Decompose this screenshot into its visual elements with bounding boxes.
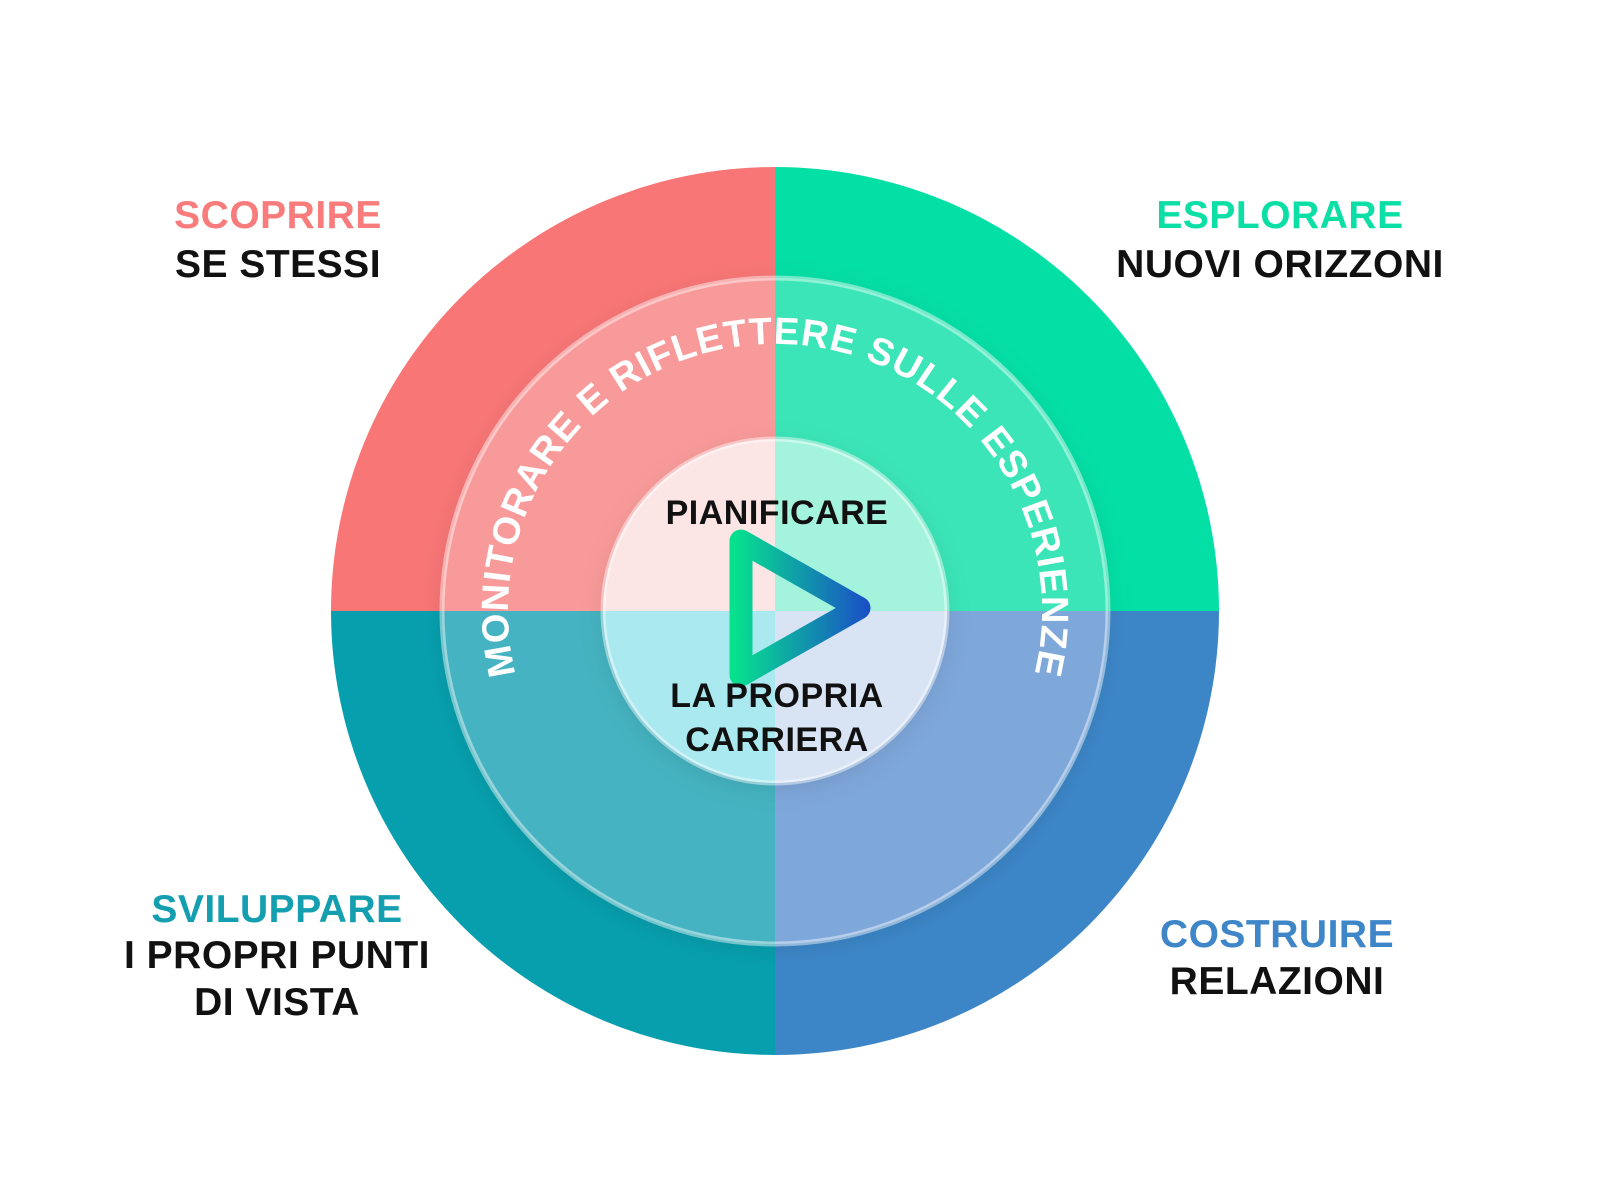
corner-label-top-left: SCOPRIRE SE STESSI <box>174 194 382 286</box>
corner-sub-nuovi-orizzoni: NUOVI ORIZZONI <box>1116 243 1444 286</box>
corner-label-bottom-left: SVILUPPARE I PROPRI PUNTI DI VISTA <box>124 888 430 1024</box>
corner-heading-costruire: COSTRUIRE <box>1160 913 1394 956</box>
corner-label-top-right: ESPLORARE NUOVI ORIZZONI <box>1116 194 1444 286</box>
quadrant-inner-bottom-right <box>775 611 947 783</box>
corner-sub-relazioni: RELAZIONI <box>1170 960 1385 1003</box>
inner-circle-divider-circle <box>600 436 950 786</box>
play-icon <box>729 529 871 687</box>
corner-label-bottom-right: COSTRUIRE RELAZIONI <box>1160 913 1394 1003</box>
center-label-pianificare: PIANIFICARE <box>666 494 889 532</box>
center-label-carriera: CARRIERA <box>685 721 868 759</box>
quadrant-inner-top-right <box>775 439 947 611</box>
center-label-la-propria: LA PROPRIA <box>670 677 883 715</box>
corner-sub-se-stessi: SE STESSI <box>175 243 381 286</box>
corner-sub-di-vista: DI VISTA <box>194 981 360 1024</box>
corner-heading-sviluppare: SVILUPPARE <box>151 888 402 931</box>
middle-ring-divider-circle <box>439 275 1111 947</box>
corner-heading-scoprire: SCOPRIRE <box>174 194 382 237</box>
corner-sub-i-propri-punti: I PROPRI PUNTI <box>124 934 430 977</box>
corner-heading-esplorare: ESPLORARE <box>1156 194 1403 237</box>
